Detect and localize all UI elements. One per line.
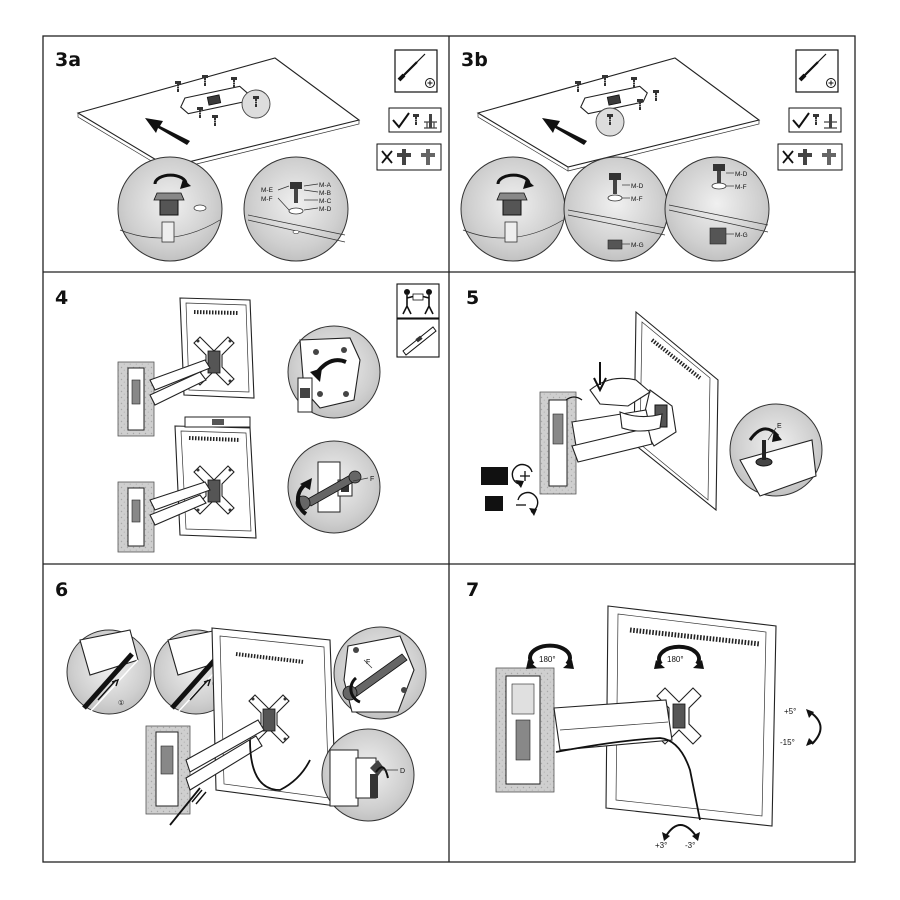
label-rotate-tv: 180° — [667, 655, 684, 664]
label-m-g: M-G — [735, 232, 748, 239]
detail-circle-tighten — [117, 156, 223, 262]
detail-circle-screws-1: M-D M-F M-G — [563, 156, 669, 262]
spirit-level-icon — [396, 318, 440, 358]
check-icon — [788, 107, 842, 133]
label-m-d: M-D — [631, 183, 644, 190]
cross-icon — [777, 143, 843, 171]
tilt-icon: +5° -15° — [780, 707, 822, 747]
label-m-f: M-F — [261, 196, 273, 203]
rotate-180-wall-icon: 180° — [526, 643, 574, 669]
detail-circle-screw-e: E — [729, 403, 823, 497]
wall-plate — [539, 391, 577, 495]
detail-circle-wrench: F — [333, 626, 427, 720]
direction-arrow — [145, 118, 190, 145]
detail-circle-screws: M-E M-F M-A M-B M-C M-D — [243, 156, 349, 262]
label-m-c: M-C — [319, 198, 332, 205]
tv-back-panel — [76, 57, 361, 168]
panel-step-6: 6 ① ② — [55, 579, 427, 826]
label-e: E — [777, 423, 782, 430]
detail-circle-screw-d: D — [321, 728, 415, 822]
label-m-f: M-F — [735, 184, 747, 191]
tighten-plus-icon — [481, 463, 533, 488]
label-rotate-wall: 180° — [539, 655, 556, 664]
label-level-plus: +3° — [655, 841, 667, 850]
swivel-arrow — [565, 396, 583, 401]
label-level-minus: -3° — [685, 841, 695, 850]
label-m-d: M-D — [735, 171, 748, 178]
panel-step-7: 7 180° — [466, 579, 822, 850]
label-m-b: M-B — [319, 190, 331, 197]
step-number-7: 7 — [466, 579, 479, 601]
wall-plate — [495, 667, 555, 793]
label-circle-1: ① — [118, 699, 124, 707]
loosen-minus-icon — [485, 491, 539, 516]
check-icon — [388, 107, 442, 133]
label-m-e: M-E — [261, 187, 274, 194]
step-number-5: 5 — [466, 287, 479, 309]
step-number-3b: 3b — [461, 49, 488, 71]
down-arrow — [593, 362, 607, 393]
label-tilt-down: -15° — [780, 738, 795, 747]
label-d: D — [400, 768, 405, 775]
wall-plate — [145, 719, 265, 815]
detail-circle-screws-2: M-D M-F M-G — [664, 156, 770, 262]
label-m-d: M-D — [319, 206, 332, 213]
panel-step-3b: 3b — [460, 49, 843, 262]
cable — [169, 739, 311, 826]
step-number-6: 6 — [55, 579, 68, 601]
screwdriver-icon — [394, 49, 438, 93]
cross-icon — [376, 143, 442, 171]
rotate-180-tv-icon: 180° — [654, 644, 704, 669]
arm — [553, 699, 673, 751]
detail-circle-tighten — [460, 156, 566, 262]
label-m-f: M-F — [631, 196, 643, 203]
wall-plate-lower — [117, 481, 211, 553]
tv — [211, 627, 337, 807]
label-f: F — [366, 659, 370, 666]
direction-arrow — [542, 118, 587, 145]
detail-circle-hook — [287, 325, 381, 419]
cable — [555, 737, 701, 821]
detail-circle-cable-1: ① — [66, 629, 152, 715]
spirit-level — [184, 416, 251, 428]
panel-grid — [42, 35, 856, 863]
step-number-4: 4 — [55, 287, 68, 309]
hands — [589, 377, 663, 432]
label-f: F — [370, 476, 374, 483]
panel-step-4: 4 — [55, 283, 440, 553]
label-m-g: M-G — [631, 242, 644, 249]
level-adjust-icon: +3° -3° — [655, 824, 700, 850]
label-tilt-up: +5° — [784, 707, 796, 716]
tv-lower — [174, 416, 257, 539]
screwdriver-icon — [795, 49, 839, 93]
detail-circle-wrench: F — [287, 440, 381, 534]
step-number-3a: 3a — [55, 49, 81, 71]
panel-step-3a: 3a — [55, 49, 442, 262]
wall-plate-upper — [117, 359, 211, 437]
panel-step-5: 5 E — [466, 287, 823, 516]
label-m-a: M-A — [319, 182, 332, 189]
two-person-lift-icon — [396, 283, 440, 319]
